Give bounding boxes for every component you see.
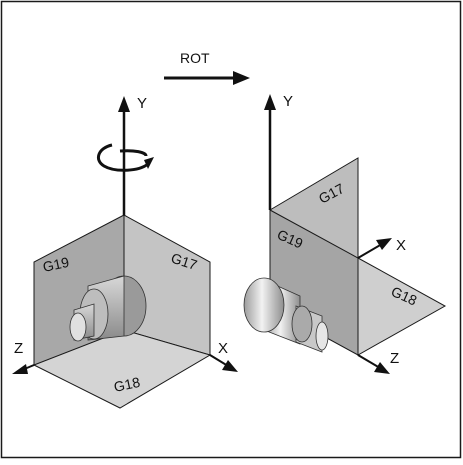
right-workpiece <box>243 277 329 353</box>
right-y-label: Y <box>283 93 293 110</box>
left-g17-label: G17 <box>169 250 199 273</box>
rot-label: ROT <box>180 50 210 66</box>
right-z-label: Z <box>390 350 399 367</box>
left-view <box>12 96 238 409</box>
left-y-label: Y <box>137 95 147 112</box>
left-z-label: Z <box>14 340 23 357</box>
rotation-symbol-icon <box>96 143 154 172</box>
rot-arrow <box>164 71 250 85</box>
right-x-label: X <box>396 237 406 254</box>
left-g19-label: G19 <box>41 254 70 275</box>
left-x-label: X <box>218 340 228 357</box>
left-g18-label: G18 <box>112 374 141 395</box>
right-view <box>243 94 447 374</box>
left-workpiece <box>69 275 147 342</box>
right-plane-g18 <box>357 257 447 356</box>
